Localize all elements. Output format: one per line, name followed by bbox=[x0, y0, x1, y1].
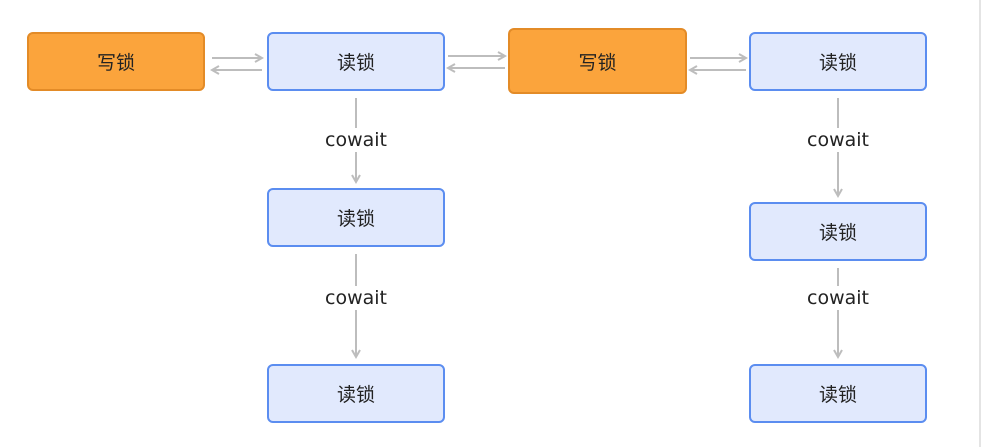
edge-label-cowait-3: cowait bbox=[778, 128, 898, 152]
read-lock-node-2: 读锁 bbox=[749, 32, 927, 91]
read-lock-node-2b: 读锁 bbox=[749, 364, 927, 423]
read-lock-node-1a: 读锁 bbox=[267, 188, 445, 247]
read-lock-node-1: 读锁 bbox=[267, 32, 445, 91]
edge-label-cowait-2: cowait bbox=[296, 286, 416, 310]
write-lock-node-2: 写锁 bbox=[508, 28, 687, 94]
canvas-border bbox=[979, 0, 981, 447]
read-lock-node-1b: 读锁 bbox=[267, 364, 445, 423]
edge-label-cowait-1: cowait bbox=[296, 128, 416, 152]
write-lock-node-1: 写锁 bbox=[27, 32, 205, 91]
read-lock-node-2a: 读锁 bbox=[749, 202, 927, 261]
edge-label-cowait-4: cowait bbox=[778, 286, 898, 310]
